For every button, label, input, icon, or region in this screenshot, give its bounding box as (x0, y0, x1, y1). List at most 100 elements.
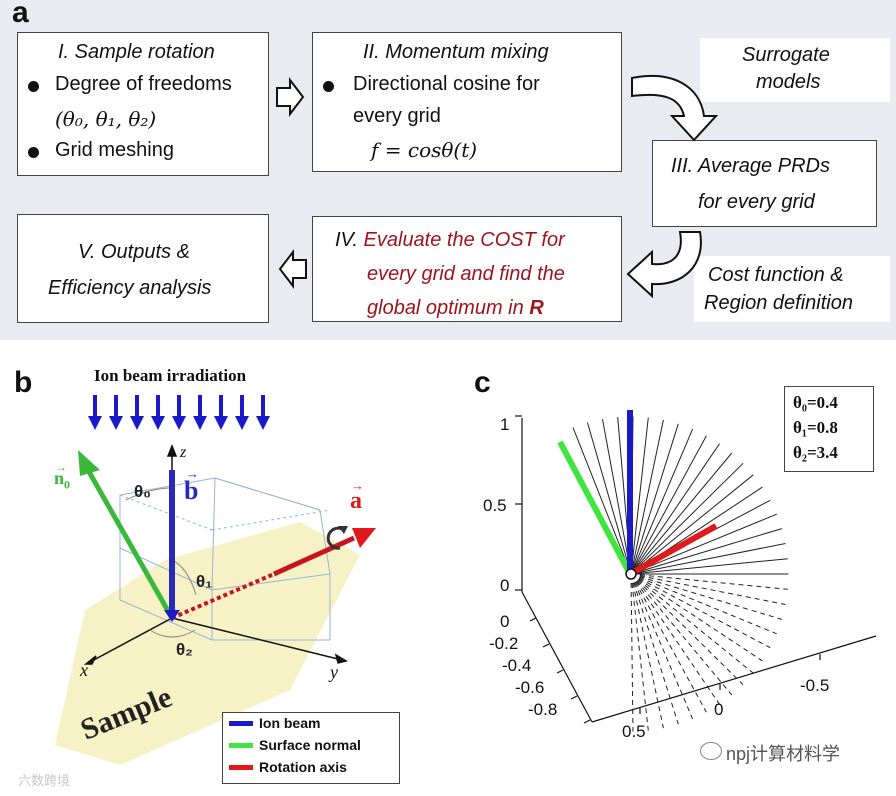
y-tick: 0 (714, 700, 724, 719)
x-axis-label: x (80, 660, 88, 680)
x-tick: -0.4 (502, 656, 532, 675)
param-theta2: θ₂=3.4 (793, 443, 838, 462)
bullet (28, 147, 39, 158)
grid-direction-line (630, 573, 694, 720)
grid-direction-line (630, 573, 763, 662)
beam-arrow-icon (193, 395, 207, 430)
outputs-box: V. Outputs & Efficiency analysis (17, 214, 269, 323)
watermark-right: npj计算材料学 (726, 744, 841, 764)
theta0-label: θ₀ (134, 482, 151, 501)
grid-direction-line (630, 573, 720, 705)
curved-arrow-down-icon (631, 74, 719, 142)
sample-rotation-box: I. Sample rotation Degree of freedoms (θ… (17, 32, 269, 176)
region-symbol: R (529, 297, 544, 319)
evaluate-line1: Evaluate the COST for (363, 229, 565, 251)
beam-arrow-icon (214, 395, 228, 430)
z-axis-label: z (180, 444, 187, 461)
ion-beam-title: Ion beam irradiation (94, 366, 247, 385)
step-iv-prefix: IV. (335, 229, 358, 251)
theta1-label: θ₁ (196, 572, 213, 591)
vector-arrow-icon: → (186, 466, 199, 481)
grid-direction-line (630, 573, 786, 605)
grid-direction-line (630, 558, 788, 575)
rotation-axis-arrowhead (352, 528, 376, 548)
legend-label-surface-normal: Surface normal (259, 737, 361, 753)
panel-a-arrows (276, 74, 719, 299)
z-tick: 0 (500, 576, 510, 595)
y-tick: 0.5 (622, 722, 646, 741)
y-tick: -0.5 (800, 676, 830, 695)
bullet (28, 81, 39, 92)
surrogate-line1: Surrogate (742, 44, 830, 66)
grid-direction-line (630, 573, 771, 649)
grid-direction-line (630, 416, 634, 575)
grid-direction-line (630, 435, 707, 575)
grid-direction-line (630, 528, 782, 575)
grid-direction-line (630, 452, 733, 575)
beam-arrow-icon (88, 395, 102, 430)
outputs-line2: Efficiency analysis (48, 277, 212, 299)
ion-beam-vector-label: → b (184, 466, 199, 506)
theta2-arc (149, 629, 196, 638)
beam-arrow-icon (130, 395, 144, 430)
grid-lines-fan (572, 416, 789, 732)
panel-c-label: c (474, 366, 491, 399)
grid-direction-line (630, 513, 777, 575)
vector-arrow-icon: → (351, 478, 364, 493)
param-theta0: θ₀=0.4 (793, 393, 838, 412)
grid-direction-line (630, 573, 679, 725)
theta2-label: θ₂ (176, 640, 193, 659)
origin-marker (164, 610, 180, 622)
parameters-box: θ₀=0.4 θ₁=0.8 θ₂=3.4 (784, 386, 874, 472)
param-theta1: θ₁=0.8 (793, 418, 838, 437)
surface-normal-arrowhead (78, 450, 100, 476)
left-arrow-icon (278, 249, 307, 289)
legend-label-rotation-axis: Rotation axis (259, 759, 347, 775)
grid-direction-line (630, 486, 763, 575)
theta1-arc (171, 559, 197, 596)
legend-label-ion-beam: Ion beam (259, 715, 321, 731)
surrogate-line2: models (756, 71, 821, 93)
grid-direction-line (630, 419, 664, 575)
evaluate-cost-box: IV. Evaluate the COST for every grid and… (312, 216, 622, 322)
surface-normal-vector (85, 468, 175, 620)
bullet (323, 81, 334, 92)
grid-direction-line (630, 573, 754, 674)
beam-arrow-icon (151, 395, 165, 430)
grid-direction-line (630, 573, 733, 696)
panel-b-label: b (14, 366, 33, 399)
grid-direction-line (630, 573, 744, 686)
x-tick: 0 (500, 612, 510, 631)
average-prds-line2: for every grid (698, 191, 815, 213)
theta-tuple: (θ₀, θ₁, θ₂) (55, 107, 157, 131)
y-axis-label: y (330, 662, 338, 682)
surrogate-models-label-box: Surrogate models (700, 38, 890, 102)
x-tick: -0.8 (528, 700, 558, 719)
beam-arrow-icon (256, 395, 270, 430)
curved-arrow-left-icon (626, 231, 702, 299)
outputs-line1: V. Outputs & (78, 241, 190, 263)
rotation-icon (326, 526, 345, 550)
right-arrow-icon (276, 77, 305, 117)
momentum-mixing-title: II. Momentum mixing (363, 41, 549, 63)
grid-meshing-text: Grid meshing (55, 139, 174, 161)
grid-direction-line (602, 419, 632, 575)
grid-direction-line (630, 428, 694, 575)
normal-vector-n: n (54, 468, 65, 488)
wechat-icon (700, 742, 722, 760)
grid-direction-line (630, 573, 788, 590)
legend-swatch-ion-beam (229, 721, 253, 726)
vector-a-text: a (350, 488, 362, 514)
grid-direction-line (630, 573, 707, 713)
sample-rotation-title: I. Sample rotation (58, 41, 215, 63)
normal-vector-label: → n0 (54, 460, 70, 493)
grid-direction-line (617, 417, 632, 575)
x-tick: -0.2 (489, 634, 519, 653)
watermark-left: 六数跨境 (18, 773, 71, 788)
evaluate-line2: every grid and find the (367, 263, 565, 285)
average-prds-line1: III. Average PRDs (671, 155, 830, 177)
grid-direction-line (630, 573, 777, 635)
directional-cosine-line1: Directional cosine for (353, 73, 540, 95)
beam-arrow-icon (109, 395, 123, 430)
directional-cosine-line2: every grid (353, 105, 441, 127)
